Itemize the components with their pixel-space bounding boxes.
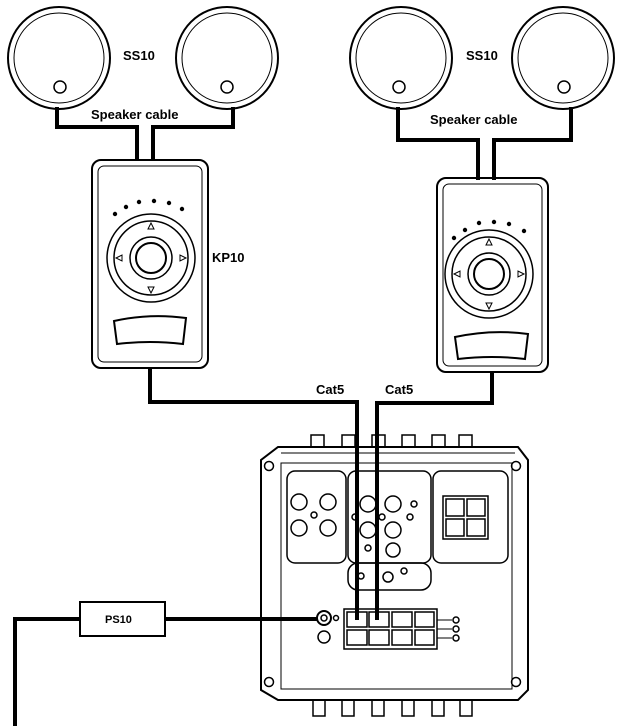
speaker-ss10-right-a bbox=[349, 6, 453, 110]
hub-top-tabs bbox=[310, 434, 473, 448]
ss10-label-left: SS10 bbox=[123, 48, 155, 63]
volume-ring-right bbox=[444, 229, 534, 319]
hub-unit bbox=[260, 434, 529, 717]
led-indicators-right bbox=[451, 219, 527, 241]
hub-lower-module bbox=[347, 562, 432, 591]
volume-ring-left bbox=[106, 213, 196, 303]
keypad-button-left bbox=[112, 315, 188, 346]
speaker-pair-left: SS10 bbox=[7, 6, 279, 110]
speaker-cable-label-left: Speaker cable bbox=[91, 107, 178, 122]
speaker-pair-right: SS10 bbox=[349, 6, 615, 110]
ss10-label-right: SS10 bbox=[466, 48, 498, 63]
speaker-cable-right bbox=[396, 107, 573, 180]
hub-center-module bbox=[347, 470, 432, 564]
port-indicators bbox=[437, 616, 460, 642]
cat5-label-left: Cat5 bbox=[316, 382, 344, 397]
keypad-button-right bbox=[453, 331, 530, 361]
cat5-label-right: Cat5 bbox=[385, 382, 413, 397]
hub-left-module bbox=[286, 470, 347, 564]
power-cable bbox=[13, 617, 318, 726]
cat5-cable-right bbox=[375, 372, 494, 620]
speaker-ss10-left-a bbox=[7, 6, 111, 110]
speaker-ss10-left-b bbox=[175, 6, 279, 110]
speaker-cable-label-right: Speaker cable bbox=[430, 112, 517, 127]
kp10-label: KP10 bbox=[212, 250, 245, 265]
cat5-cable-left bbox=[148, 368, 359, 620]
hub-bottom-tabs bbox=[312, 699, 473, 717]
speaker-cable-left bbox=[55, 107, 235, 160]
hub-right-module bbox=[432, 470, 509, 564]
keypad-kp10-left bbox=[91, 159, 209, 369]
power-jack bbox=[316, 610, 332, 626]
ps10-label: PS10 bbox=[105, 614, 132, 626]
keypad-kp10-right bbox=[436, 177, 549, 373]
speaker-ss10-right-b bbox=[511, 6, 615, 110]
led-indicators-left bbox=[112, 198, 185, 217]
power-supply-ps10 bbox=[79, 601, 166, 637]
